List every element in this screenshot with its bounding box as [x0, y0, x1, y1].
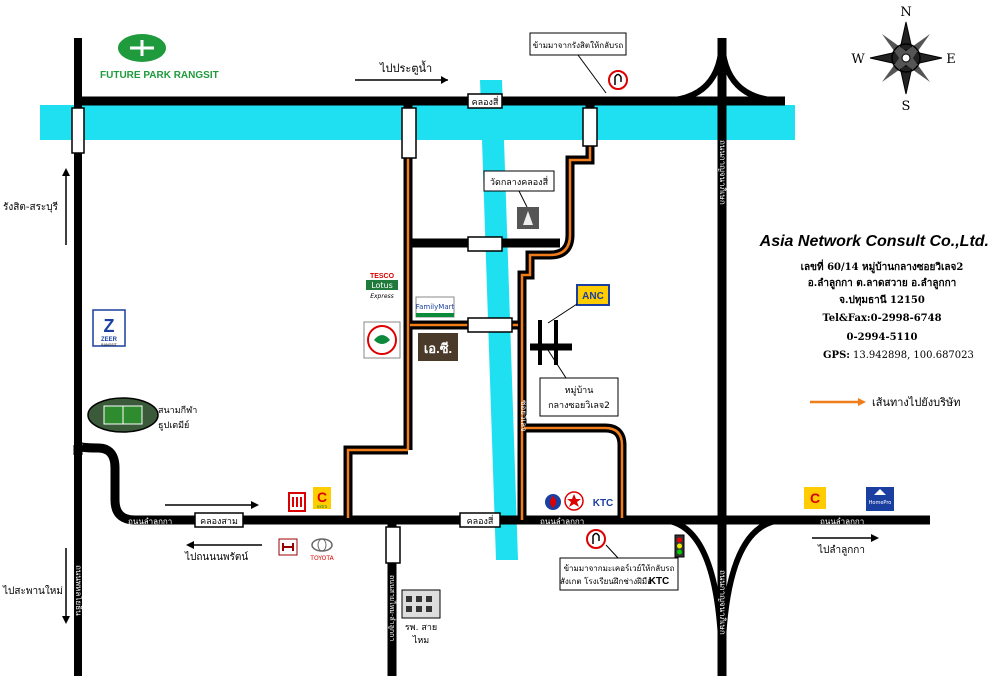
village-line2: กลางซอยวิเลจ2: [548, 400, 610, 411]
anc-pointer: [547, 303, 578, 324]
note-uturn-bottom: [559, 557, 679, 591]
village-pointer: [547, 349, 567, 379]
arrow-head-rangsit: [62, 168, 70, 176]
bridge-klong-sam: คลองสาม: [200, 517, 238, 527]
stadium-line1: สนามกีฬา: [158, 405, 197, 416]
note-uturn-bottom-line2: สังเกต โรงเรียนฝึกช่างฝีมือ: [560, 576, 652, 586]
label-to-saphan-mai: ไปสะพานใหม่: [2, 585, 63, 597]
lotus-sub: Express: [370, 293, 394, 300]
wat-pointer: [518, 190, 528, 208]
anc-logo: ANC: [576, 284, 610, 306]
stadium-icon: [87, 397, 159, 433]
label-phahonyothin: ถนนพหลโยธิน: [74, 565, 84, 616]
label-soi-village: ซอยวิเลจ: [519, 400, 528, 432]
big-c-logo-east: C: [804, 487, 826, 509]
arrow-head-west-lower: [186, 541, 194, 549]
homepro-label: HomePro: [869, 500, 892, 506]
canal-horizontal: [40, 105, 795, 140]
compass-s: S: [902, 99, 911, 114]
familymart-logo: FamilyMart: [415, 296, 455, 318]
hospital-line2: ไหม: [412, 635, 429, 646]
arrow-head-east-upper: [251, 501, 259, 509]
tel-fax: Tel&Fax:0-2998-6748: [822, 313, 941, 324]
bridge-klong-si-bottom: คลองสี่: [467, 514, 494, 527]
village-callout: [539, 377, 619, 417]
tel-2: 0-2994-5110: [847, 332, 918, 343]
legend-route-arrowhead: [858, 398, 866, 406]
toyota-label: TOYOTA: [309, 555, 334, 562]
label-lamlukka-right: ถนนลำลูกกา: [820, 517, 864, 527]
ktc-label: KTC: [593, 498, 614, 509]
tesco-label: TESCO: [370, 273, 395, 280]
zeer-label: ZEER: [101, 337, 118, 343]
honda-logo: [278, 538, 298, 556]
note-uturn-bottom-ktc: KTC: [649, 576, 670, 587]
future-park-logo: [118, 34, 166, 62]
star-logo: [564, 491, 584, 511]
compass-rose-icon: [869, 21, 943, 95]
lotus-label: Lotus: [371, 281, 393, 290]
arrow-head-to-pratunam: [441, 76, 448, 84]
village-line1: หมู่บ้าน: [565, 385, 594, 396]
wat-label: วัดกลางคลองสี่: [490, 175, 549, 188]
address-line2: อ.ลำลูกกา ต.ลาดสวาย อ.ลำลูกกา: [808, 277, 957, 290]
ptt-logo: [545, 494, 561, 510]
zeer-logo: Z ZEER RANGSIT: [92, 309, 126, 347]
anc-label: ANC: [582, 291, 604, 302]
tesco-lotus-logo: TESCO Lotus Express: [366, 273, 398, 300]
note-uturn-top-text: ข้ามมาจากรังสิตให้กลับรถ: [533, 41, 624, 50]
arrow-head-saphan-mai: [62, 616, 70, 624]
bridge-klong-si-top: คลองสี่: [472, 95, 499, 108]
big-c-east-label: C: [810, 490, 820, 506]
compass-w: W: [851, 52, 865, 67]
gps-label: GPS:: [823, 350, 850, 361]
hospital-icon: [401, 589, 441, 619]
hospital-line1: รพ. สาย: [405, 623, 437, 633]
address-line1: เลขที่ 60/14 หมู่บ้านกลางซอยวิเลจ2: [801, 259, 964, 274]
label-kanchanapisek-bottom: ถนนกาญจนาภิเษก: [718, 570, 727, 635]
temple-icon: [517, 207, 539, 229]
label-to-lamlukka-east: ไปลำลูกกา: [817, 544, 865, 556]
company-name: Asia Network Consult Co.,Ltd.: [759, 233, 989, 250]
homepro-logo: HomePro: [866, 487, 894, 511]
label-kanchanapisek-top: ถนนกาญจนาภิเษก: [718, 140, 727, 205]
legend-route-label: เส้นทางไปยังบริษัท: [872, 396, 961, 409]
zeer-z: Z: [104, 316, 115, 336]
caltex-logo: [288, 492, 306, 512]
gps-value: 13.942898, 100.687023: [853, 350, 974, 361]
note-uturn-bottom-pointer: [605, 544, 619, 559]
zeer-sub: RANGSIT: [101, 343, 117, 347]
address-line3: จ.ปทุมธานี 12150: [839, 294, 925, 306]
future-park-label: FUTURE PARK RANGSIT: [100, 70, 219, 81]
label-rangsit-saraburi: รังสิต-สระบุรี: [3, 201, 59, 213]
bank-logo: [363, 321, 401, 359]
note-uturn-bottom-line1: ข้ามมาจากมะเคอร์เวย์ให้กลับรถ: [564, 563, 675, 573]
uturn-sign-top: [608, 70, 628, 90]
uturn-sign-bottom: [586, 529, 606, 549]
stadium-line2: ธูปเตมีย์: [158, 419, 189, 431]
ac-label: เอ.ซี.: [424, 341, 452, 356]
bridges: [71, 93, 598, 564]
compass-n: N: [900, 5, 911, 20]
note-uturn-top-pointer: [577, 54, 607, 94]
big-c-label: C: [317, 489, 327, 505]
compass-e: E: [946, 52, 956, 67]
label-sai-mai-road: ถนนสายไหม-ลำลูกกา: [388, 575, 397, 641]
ktc-logo: KTC: [593, 498, 614, 509]
ac-logo: เอ.ซี.: [418, 333, 458, 361]
label-to-nopparat: ไปถนนนพรัตน์: [184, 551, 248, 563]
label-lamlukka-mid: ถนนลำลูกกา: [540, 517, 584, 527]
label-to-pratunam: ไปประตูน้ำ: [379, 60, 432, 75]
traffic-light-icon: [674, 534, 685, 558]
toyota-logo: TOYOTA: [309, 538, 335, 562]
arrow-head-to-lamlukka-east: [871, 534, 879, 542]
big-c-logo: C extra: [313, 487, 331, 509]
label-lamlukka-left: ถนนลำลูกกา: [128, 517, 172, 527]
familymart-label: FamilyMart: [416, 303, 455, 311]
extra-label: extra: [317, 504, 328, 509]
